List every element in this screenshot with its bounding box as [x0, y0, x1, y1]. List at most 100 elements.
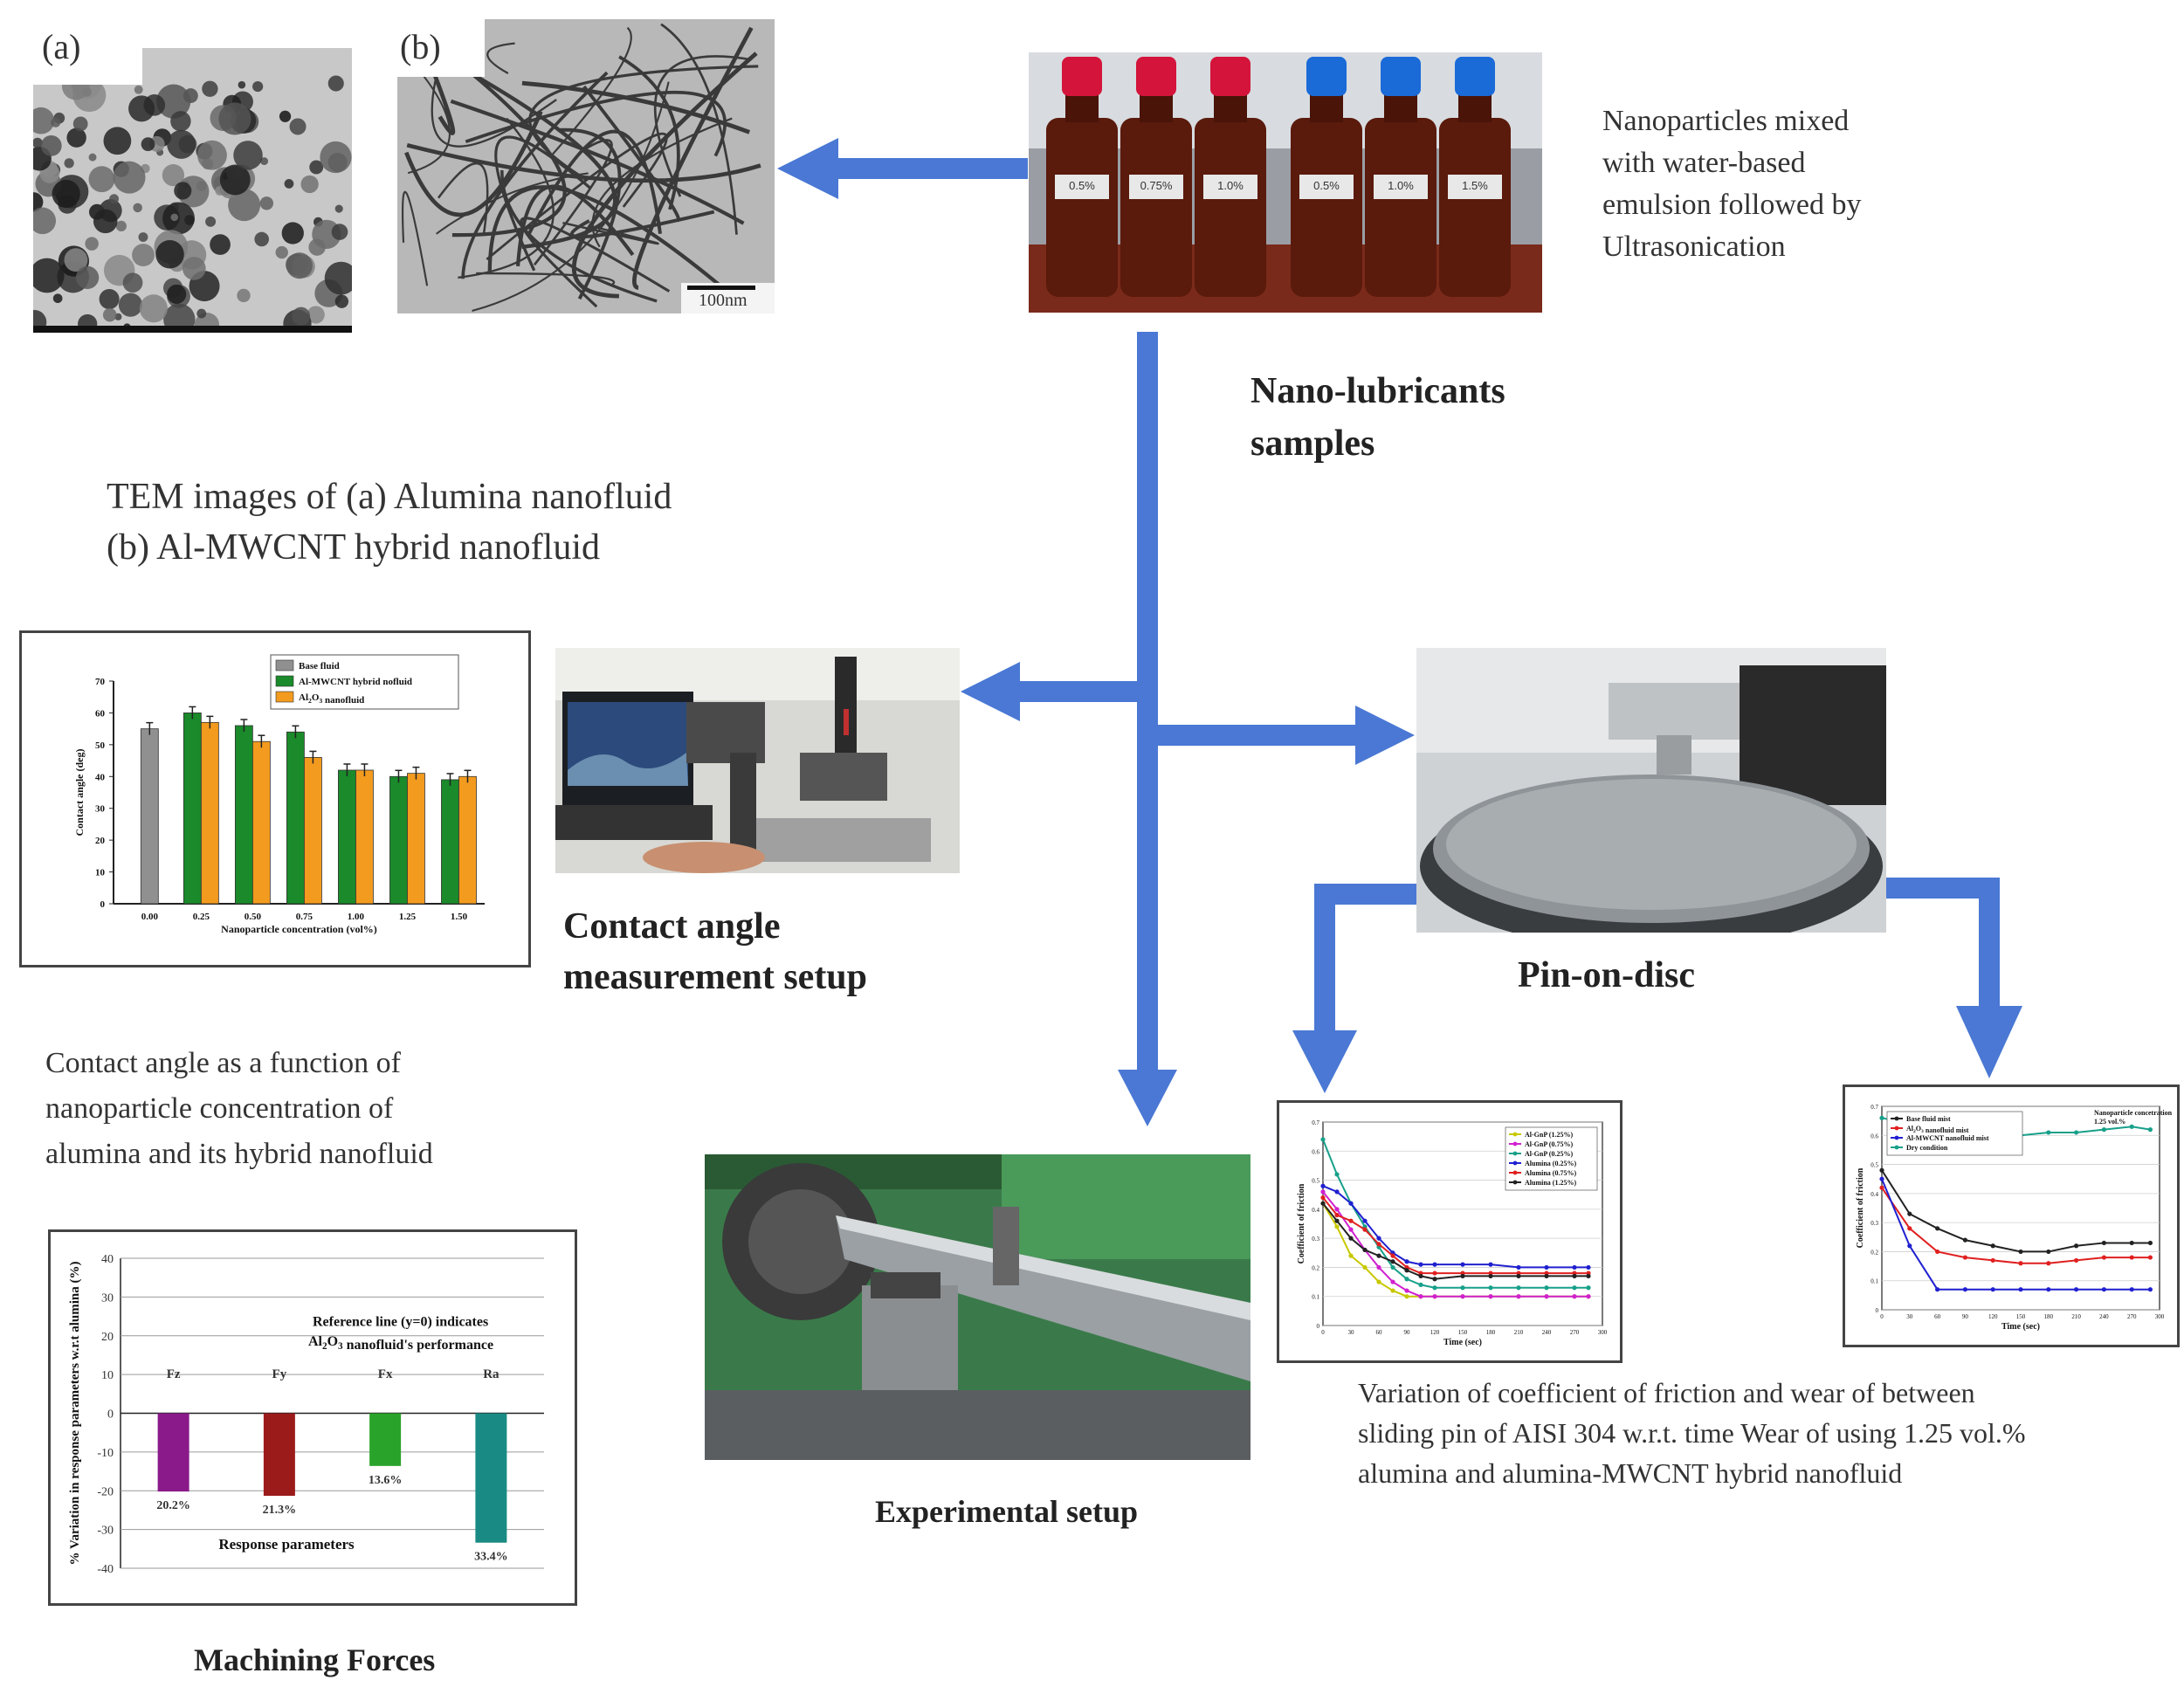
tem-particle — [307, 306, 325, 324]
tem-particle — [72, 116, 88, 132]
series-point — [1376, 1242, 1381, 1247]
y-tick-label: 0.3 — [1312, 1236, 1319, 1243]
tem-particle — [88, 153, 97, 162]
series-point — [2074, 1130, 2079, 1135]
tem-fiber — [472, 81, 670, 313]
series-point — [1334, 1224, 1340, 1229]
series-point — [1935, 1249, 1940, 1255]
series-point — [1460, 1294, 1465, 1299]
bottle-neck — [1214, 92, 1247, 122]
tem-particle — [327, 75, 344, 92]
nano-note-line1: Nanoparticles mixed — [1602, 105, 1850, 137]
bar — [407, 773, 425, 905]
annotation-line2: Al2O3 nanofluid's performance — [308, 1334, 493, 1353]
bar — [369, 1413, 402, 1466]
y-tick-label: 10 — [101, 1369, 114, 1382]
x-tick-label: 120 — [1430, 1329, 1440, 1336]
tem-particle — [52, 293, 63, 304]
y-tick-label: -20 — [97, 1485, 114, 1498]
legend-marker — [1894, 1126, 1899, 1131]
x-tick-label: 300 — [2155, 1313, 2165, 1320]
tem-label-a: (a) — [42, 27, 81, 66]
bottle-neck — [1458, 92, 1492, 122]
x-tick-label: 1.50 — [451, 912, 468, 922]
y-axis-label: Contact angle (deg) — [73, 749, 86, 837]
y-tick-label: 0.4 — [1871, 1191, 1878, 1198]
bar — [389, 775, 408, 905]
x-tick-label: 60 — [1934, 1313, 1941, 1320]
series-point — [1488, 1262, 1493, 1267]
nano-title-line1: Nano-lubricants — [1250, 371, 1505, 411]
tem-fiber — [406, 143, 761, 183]
tem-particle — [331, 224, 348, 240]
series-point — [1362, 1227, 1368, 1232]
series-point — [2018, 1249, 2023, 1255]
series-point — [1460, 1262, 1465, 1267]
tem-fiber — [494, 135, 592, 272]
series-point — [2129, 1240, 2134, 1246]
x-tick-label: Fz — [167, 1367, 181, 1381]
tem-particle — [134, 85, 143, 94]
series-point — [1376, 1279, 1381, 1284]
series-point — [1488, 1273, 1493, 1279]
bottle-neck — [1310, 92, 1343, 122]
friction-caption: Variation of coefficient of friction and… — [1358, 1373, 2025, 1493]
y-tick-label: 0.6 — [1871, 1133, 1878, 1140]
tem-particle — [292, 306, 311, 326]
y-tick-label: 60 — [95, 708, 106, 719]
tem-caption: TEM images of (a) Alumina nanofluid (b) … — [107, 472, 672, 573]
y-tick-label: 30 — [95, 804, 106, 815]
series-point — [1907, 1243, 1912, 1249]
y-tick-label: 30 — [101, 1291, 114, 1305]
legend-marker — [1894, 1135, 1899, 1140]
bottle-label-paper — [1448, 175, 1502, 199]
tem-particle — [167, 284, 187, 304]
data-label: 13.6% — [369, 1474, 403, 1487]
legend-label: Base fluid mist — [1906, 1115, 1951, 1123]
bar — [475, 1413, 507, 1543]
series-point — [2147, 1240, 2153, 1246]
y-tick-label: 70 — [95, 677, 106, 687]
legend-label: Al-GnP (0.75%) — [1525, 1140, 1573, 1148]
legend-label: Alumina (0.25%) — [1525, 1160, 1576, 1167]
series-point — [1516, 1273, 1521, 1279]
x-tick-label: 1.25 — [399, 912, 417, 922]
tem-particle — [75, 265, 100, 290]
tem-caption-line1: TEM images of (a) Alumina nanofluid — [107, 477, 672, 517]
x-tick-label: Fy — [272, 1367, 287, 1381]
tem-particle — [51, 117, 61, 127]
series-point — [1404, 1268, 1409, 1273]
tem-particle — [133, 203, 142, 213]
series-point — [1320, 1189, 1326, 1195]
contact-angle-title: Contact angle measurement setup — [563, 901, 867, 1002]
y-tick-label: 0.4 — [1312, 1207, 1319, 1214]
tem-particle — [66, 127, 86, 148]
series-point — [2101, 1255, 2106, 1260]
bar — [157, 1413, 189, 1492]
y-tick-label: 20 — [101, 1331, 114, 1344]
x-tick-label: 270 — [2127, 1313, 2137, 1320]
contact-angle-setup-photo — [555, 648, 960, 873]
tem-fiber — [461, 71, 609, 279]
series-point — [2074, 1243, 2079, 1249]
x-tick-label: 180 — [2044, 1313, 2054, 1320]
series-point — [1516, 1285, 1521, 1291]
bottle-cap — [1306, 57, 1347, 96]
series-point — [2074, 1287, 2079, 1292]
tem-particle — [156, 84, 191, 119]
series-point — [2074, 1257, 2079, 1264]
legend-swatch — [275, 675, 294, 687]
tem-particle — [284, 179, 294, 189]
series-point — [2147, 1127, 2153, 1133]
arrow-to-cof-chart-head — [1292, 1030, 1357, 1093]
contact-title-line1: Contact angle — [563, 906, 781, 947]
legend-box — [1886, 1111, 2023, 1156]
tem-particle — [252, 81, 264, 93]
bottle-neck — [1140, 92, 1173, 122]
tem-particle — [64, 158, 74, 169]
series-point — [1962, 1287, 1967, 1292]
tem-particle — [33, 258, 65, 293]
tem-particle — [196, 140, 227, 170]
